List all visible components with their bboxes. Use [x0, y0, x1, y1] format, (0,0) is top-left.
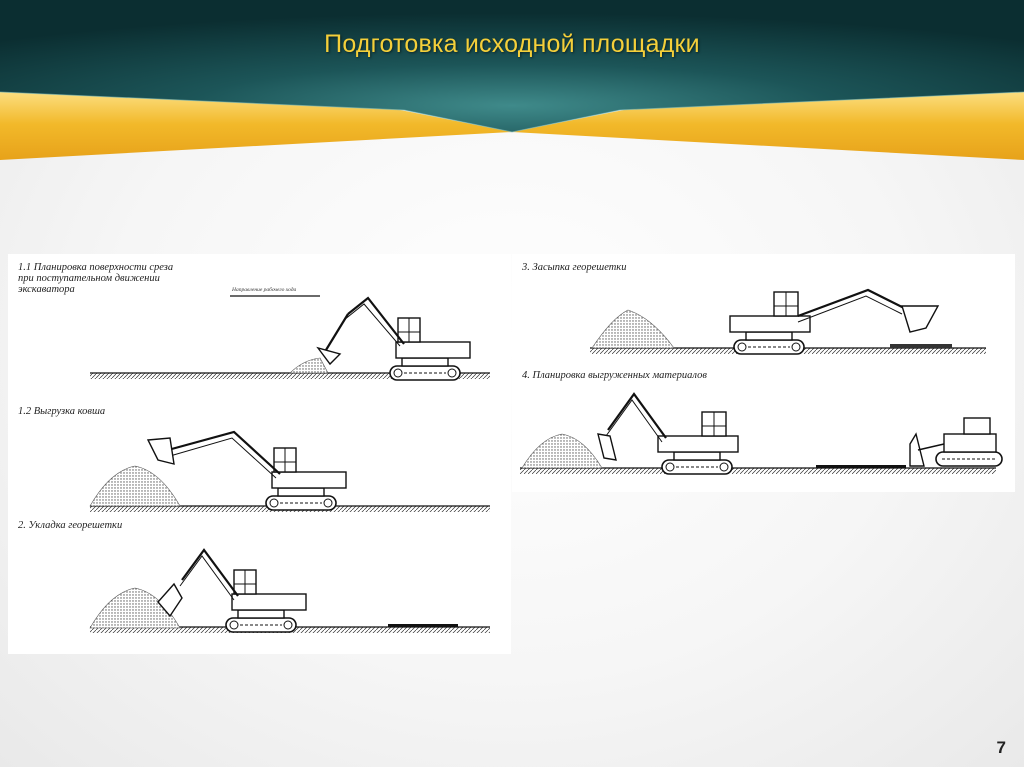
left-diagram-panel: 1.1 Планировка поверхности среза при пос…: [8, 254, 511, 654]
right-diagram-panel: 3. Засыпка георешетки 4. Планировка выгр…: [512, 254, 1015, 492]
step-1-1-drawing: [90, 295, 490, 381]
step-2-label: 2. Укладка георешетки: [18, 520, 123, 531]
right-diagram: [520, 288, 1003, 475]
slide-title: Подготовка исходной площадки: [324, 30, 700, 58]
step-1-1-line2: при поступательном движении: [18, 273, 160, 284]
bulldozer-drawing: [909, 417, 1003, 467]
step-4-label: 4. Планировка выгруженных материалов: [522, 370, 707, 381]
header-banner: [0, 0, 1024, 160]
step-1-2-drawing: [89, 430, 490, 512]
step-4-drawing: [520, 392, 1003, 475]
work-direction-note: Направление рабочего хода: [232, 287, 297, 293]
page-number: 7: [996, 738, 1006, 757]
step-1-1-line1: 1.1 Планировка поверхности среза: [18, 262, 174, 273]
step-1-1-line3: экскаватора: [18, 284, 75, 295]
step-2-drawing: [89, 548, 490, 633]
left-diagram: [89, 295, 490, 633]
step-1-2-label: 1.2 Выгрузка ковша: [18, 406, 106, 417]
step-3-label: 3. Засыпка георешетки: [522, 262, 627, 273]
step-3-drawing: [590, 288, 986, 355]
